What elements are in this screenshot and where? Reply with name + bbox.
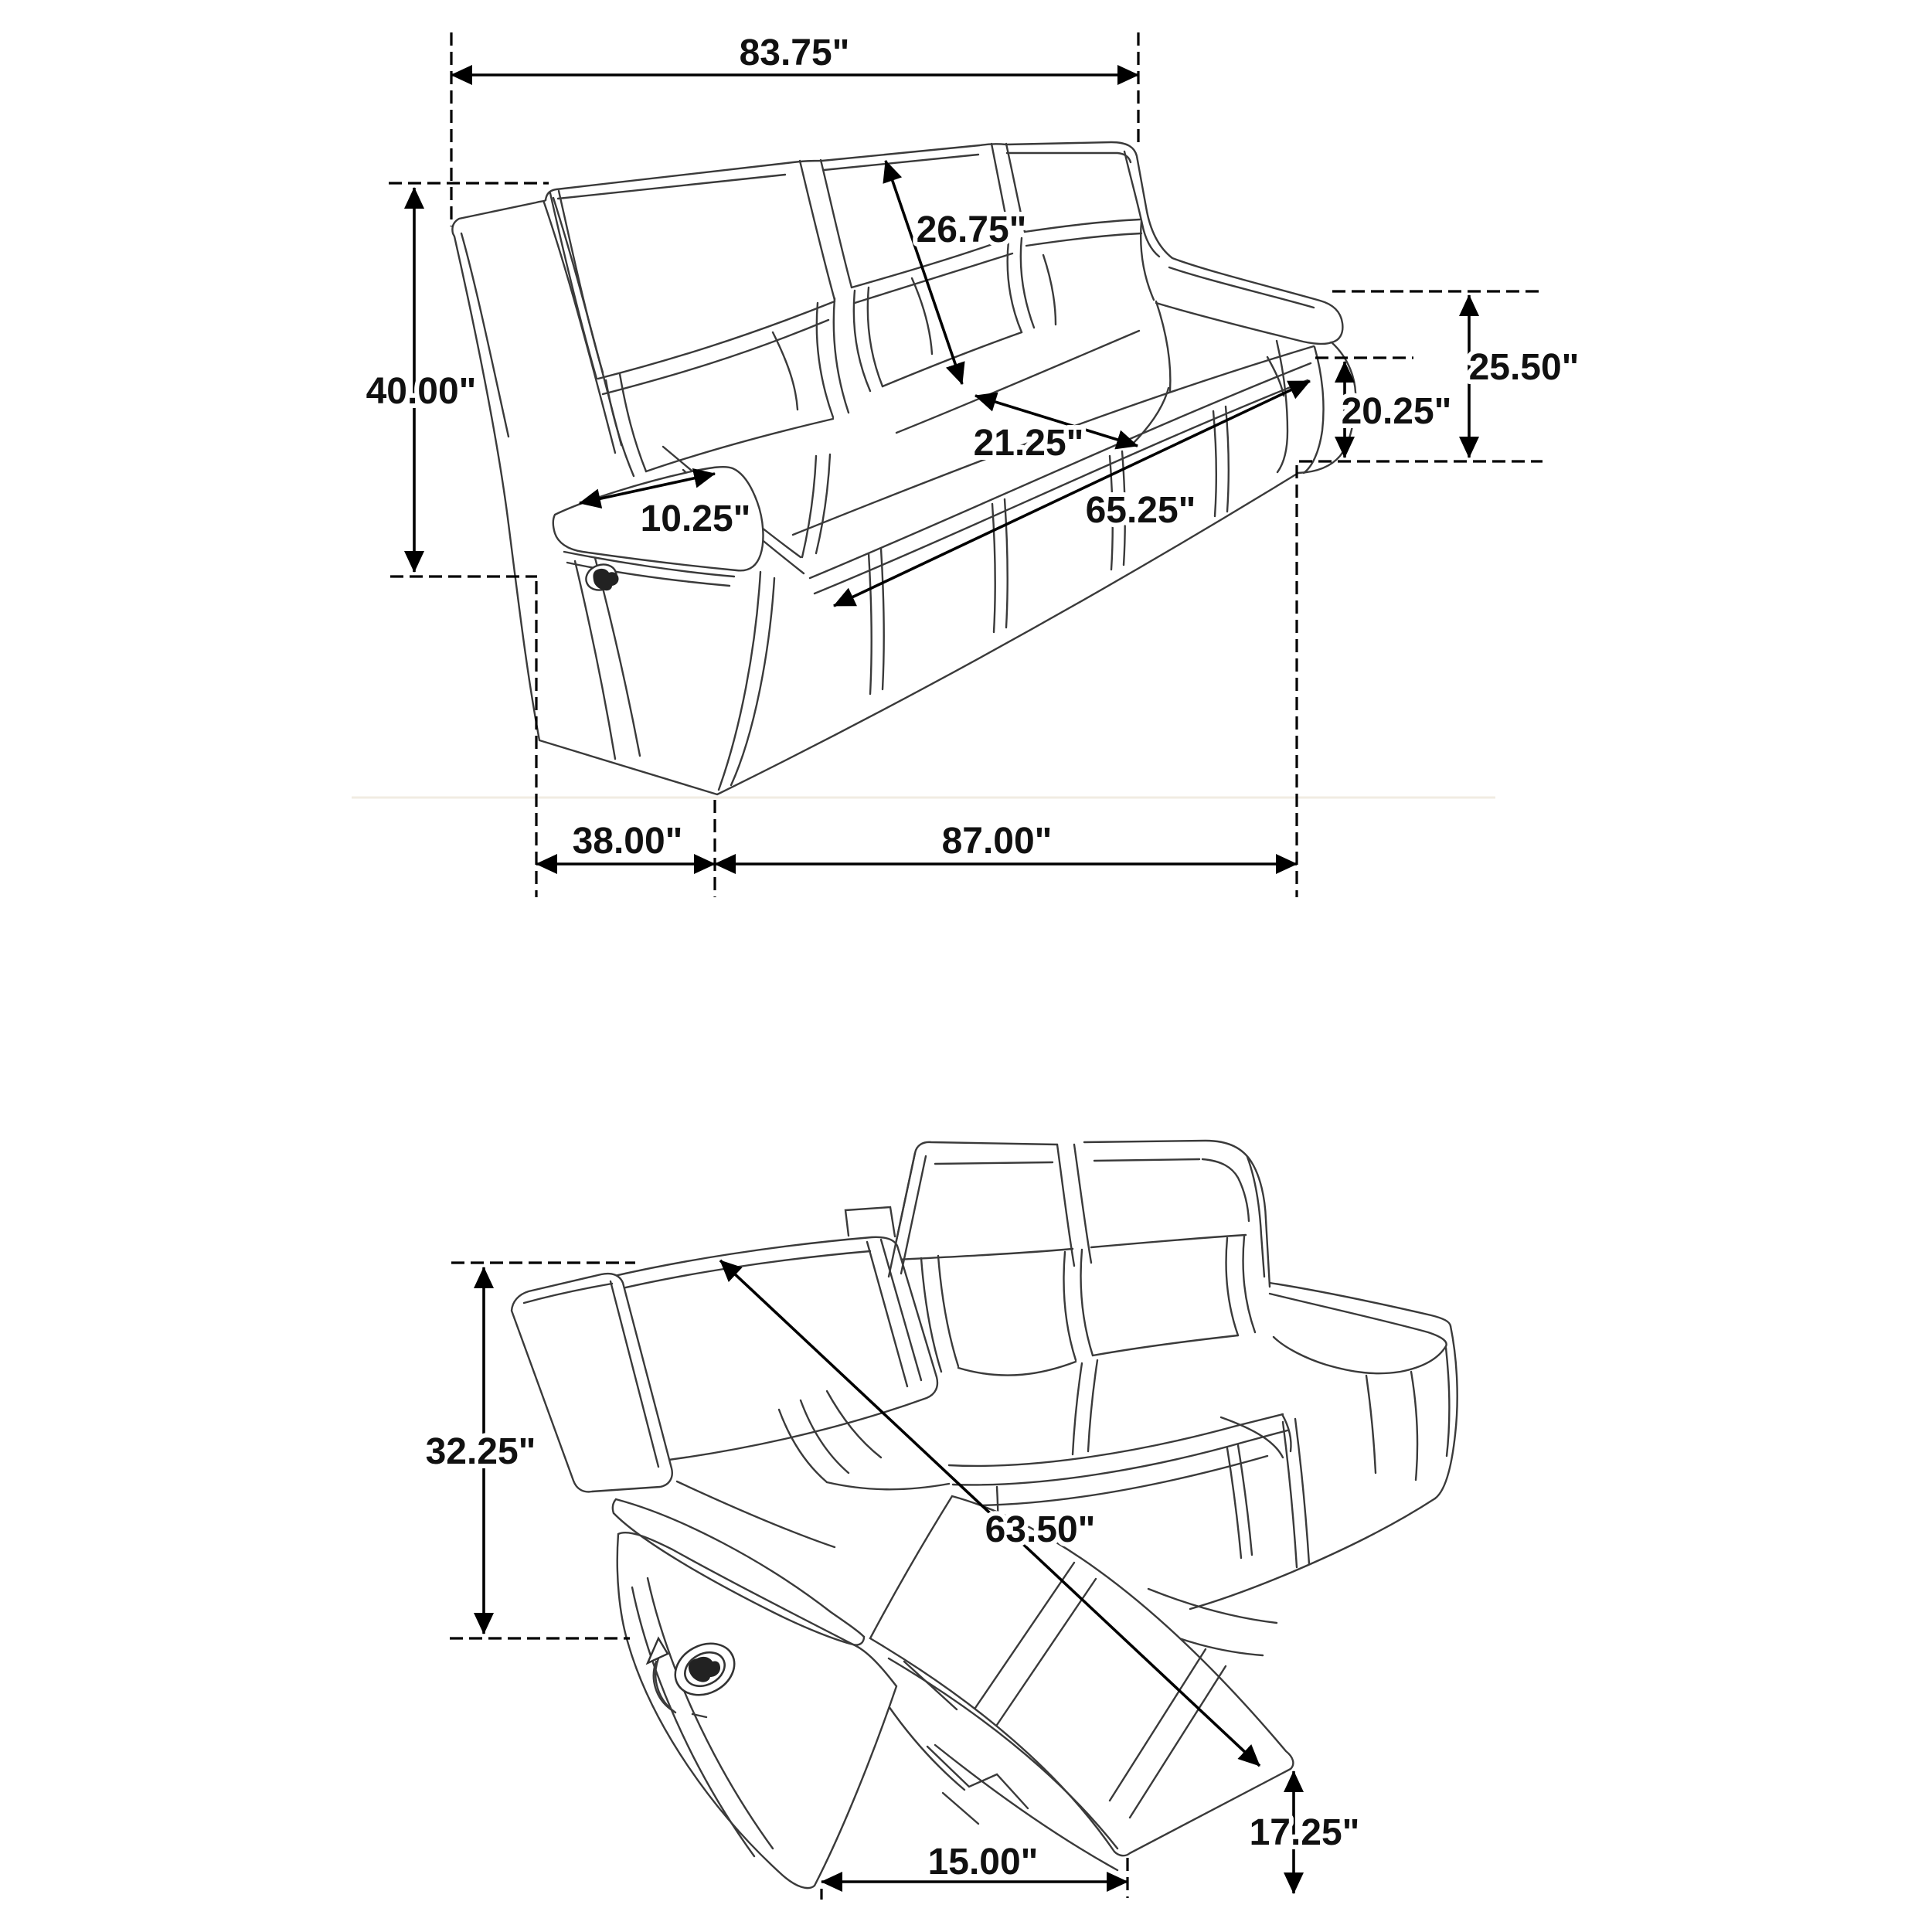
svg-text:32.25": 32.25": [426, 1431, 536, 1472]
svg-text:63.50": 63.50": [985, 1509, 1096, 1550]
svg-text:21.25": 21.25": [974, 423, 1084, 464]
svg-text:87.00": 87.00": [942, 821, 1053, 862]
svg-text:25.50": 25.50": [1469, 347, 1580, 388]
svg-text:38.00": 38.00": [573, 821, 683, 862]
svg-text:20.25": 20.25": [1342, 391, 1452, 432]
svg-text:26.75": 26.75": [917, 209, 1027, 250]
svg-text:10.25": 10.25": [641, 498, 751, 539]
svg-text:83.75": 83.75": [740, 32, 850, 73]
svg-text:17.25": 17.25": [1250, 1812, 1360, 1853]
svg-text:65.25": 65.25": [1086, 490, 1196, 531]
svg-text:40.00": 40.00": [366, 371, 477, 412]
svg-text:15.00": 15.00": [928, 1842, 1039, 1883]
